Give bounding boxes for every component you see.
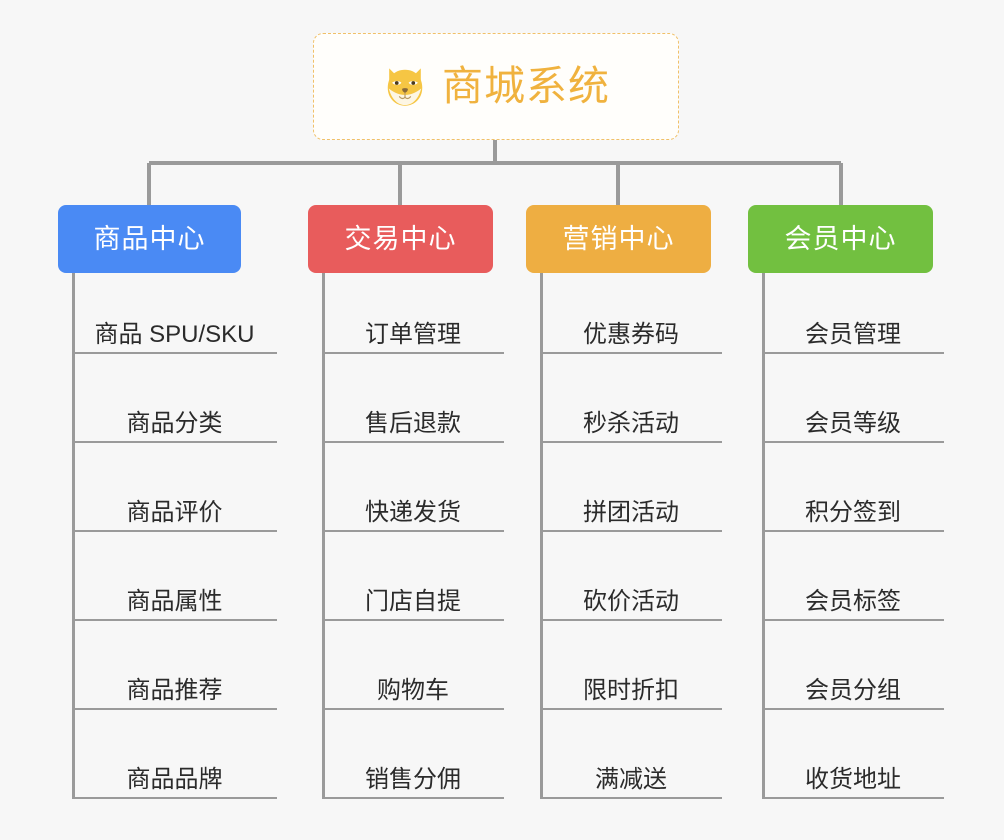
column-spine-trade-center xyxy=(322,273,325,799)
leaf-item-label: 满减送 xyxy=(595,766,667,794)
leaf-item-label: 收货地址 xyxy=(805,766,901,794)
leaf-item-label: 快递发货 xyxy=(365,499,461,527)
leaf-item[interactable]: 会员管理 xyxy=(762,308,944,354)
category-box-marketing-center[interactable]: 营销中心 xyxy=(526,205,711,273)
leaf-item[interactable]: 商品品牌 xyxy=(72,753,277,799)
leaf-item[interactable]: 收货地址 xyxy=(762,753,944,799)
leaf-item[interactable]: 商品分类 xyxy=(72,397,277,443)
leaf-item[interactable]: 会员标签 xyxy=(762,575,944,621)
leaf-item-label: 秒杀活动 xyxy=(583,410,679,438)
root-node[interactable]: 商城系统 xyxy=(313,33,679,140)
leaf-item[interactable]: 快递发货 xyxy=(322,486,504,532)
leaf-item-label: 砍价活动 xyxy=(583,588,679,616)
leaf-item-label: 购物车 xyxy=(377,677,449,705)
leaf-item-label: 订单管理 xyxy=(365,321,461,349)
leaf-item[interactable]: 会员等级 xyxy=(762,397,944,443)
leaf-item[interactable]: 商品推荐 xyxy=(72,664,277,710)
leaf-item[interactable]: 商品 SPU/SKU xyxy=(72,308,277,354)
leaf-item-label: 商品推荐 xyxy=(126,677,223,705)
leaf-item[interactable]: 限时折扣 xyxy=(540,664,722,710)
page-title: 商城系统 xyxy=(442,63,610,109)
leaf-item-label: 会员标签 xyxy=(805,588,901,616)
leaf-item-label: 售后退款 xyxy=(365,410,461,438)
leaf-item[interactable]: 销售分佣 xyxy=(322,753,504,799)
category-box-member-center[interactable]: 会员中心 xyxy=(748,205,933,273)
leaf-item-label: 积分签到 xyxy=(805,499,901,527)
leaf-item-label: 商品品牌 xyxy=(126,766,223,794)
leaf-item-label: 会员等级 xyxy=(805,410,901,438)
leaf-item-label: 商品属性 xyxy=(126,588,223,616)
leaf-item[interactable]: 会员分组 xyxy=(762,664,944,710)
leaf-item-label: 门店自提 xyxy=(365,588,461,616)
leaf-item-label: 优惠券码 xyxy=(583,321,679,349)
category-box-trade-center[interactable]: 交易中心 xyxy=(308,205,493,273)
leaf-item-label: 拼团活动 xyxy=(583,499,679,527)
column-spine-marketing-center xyxy=(540,273,543,799)
leaf-item[interactable]: 售后退款 xyxy=(322,397,504,443)
leaf-item-label: 商品评价 xyxy=(126,499,223,527)
leaf-item[interactable]: 商品属性 xyxy=(72,575,277,621)
leaf-item[interactable]: 拼团活动 xyxy=(540,486,722,532)
leaf-item[interactable]: 秒杀活动 xyxy=(540,397,722,443)
category-label: 交易中心 xyxy=(344,223,457,254)
leaf-item-label: 商品分类 xyxy=(126,410,223,438)
category-label: 营销中心 xyxy=(562,223,675,254)
column-spine-member-center xyxy=(762,273,765,799)
category-box-product-center[interactable]: 商品中心 xyxy=(58,205,241,273)
leaf-item-label: 限时折扣 xyxy=(583,677,679,705)
leaf-item[interactable]: 购物车 xyxy=(322,664,504,710)
leaf-item[interactable]: 积分签到 xyxy=(762,486,944,532)
leaf-item-label: 商品 SPU/SKU xyxy=(94,321,255,349)
leaf-item-label: 会员管理 xyxy=(805,321,901,349)
leaf-item-label: 会员分组 xyxy=(805,677,901,705)
leaf-item[interactable]: 优惠券码 xyxy=(540,308,722,354)
leaf-item[interactable]: 商品评价 xyxy=(72,486,277,532)
column-spine-product-center xyxy=(72,273,75,799)
category-label: 会员中心 xyxy=(784,223,897,254)
leaf-item[interactable]: 满减送 xyxy=(540,753,722,799)
leaf-item[interactable]: 门店自提 xyxy=(322,575,504,621)
leaf-item[interactable]: 砍价活动 xyxy=(540,575,722,621)
category-label: 商品中心 xyxy=(93,223,206,254)
shiba-dog-face-icon xyxy=(387,67,423,106)
leaf-item-label: 销售分佣 xyxy=(365,766,461,794)
leaf-item[interactable]: 订单管理 xyxy=(322,308,504,354)
